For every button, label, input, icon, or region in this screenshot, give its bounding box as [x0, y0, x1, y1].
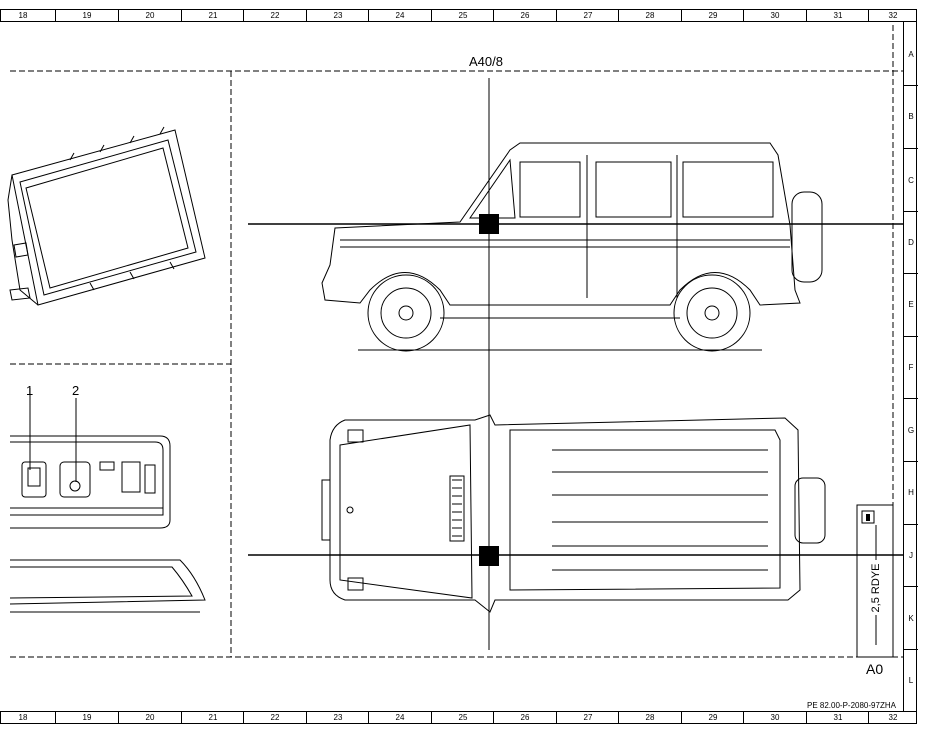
component-label: A40/8 [469, 54, 503, 69]
component-marker-top [479, 546, 499, 566]
col-label: 23 [306, 10, 369, 21]
col-label: 21 [181, 712, 244, 723]
col-label: 18 [18, 713, 28, 722]
ground-point-box [856, 504, 894, 658]
vehicle-top-view [321, 414, 826, 613]
component-marker-side [479, 214, 499, 234]
row-label: K [908, 614, 914, 623]
row-label: G [907, 426, 915, 435]
col-label: 29 [681, 712, 744, 723]
col-label: 20 [118, 10, 181, 21]
vehicle-side-view [321, 142, 823, 352]
column-ruler-bottom: 18 19 20 21 22 23 24 25 26 27 28 29 30 3… [0, 711, 917, 724]
col-label: 28 [618, 712, 681, 723]
col-label: 21 [181, 10, 244, 21]
row-label: H [908, 488, 914, 497]
col-label: 18 [18, 11, 28, 20]
col-label: 28 [618, 10, 681, 21]
info-icon [866, 514, 870, 521]
row-label: C [908, 176, 914, 185]
col-label: 31 [806, 10, 869, 21]
col-label: 22 [243, 712, 306, 723]
col-label: 24 [368, 10, 431, 21]
wire-label: 2,5 RDYE [870, 563, 882, 613]
col-label: 19 [55, 10, 118, 21]
row-label: B [908, 112, 914, 121]
col-label: 27 [556, 10, 619, 21]
col-label: 19 [55, 712, 118, 723]
row-label: D [908, 238, 914, 247]
row-label: A [908, 50, 914, 59]
col-label: 20 [118, 712, 181, 723]
row-label: F [908, 363, 914, 372]
col-label: 30 [743, 10, 806, 21]
component-isometric-view [7, 126, 206, 306]
col-label: 22 [243, 10, 306, 21]
ground-label: A0 [866, 661, 884, 677]
col-label: 25 [431, 10, 494, 21]
callout-2: 2 [72, 383, 80, 398]
callout-1: 1 [26, 383, 34, 398]
col-label: 32 [868, 10, 917, 21]
col-label: 32 [868, 712, 917, 723]
column-ruler-top: 18 19 20 21 22 23 24 25 26 27 28 29 30 3… [0, 9, 917, 22]
col-label: 23 [306, 712, 369, 723]
col-label: 27 [556, 712, 619, 723]
col-label: 26 [493, 712, 556, 723]
document-code: PE 82.00-P-2080-97ZHA [807, 701, 896, 710]
col-label: 25 [431, 712, 494, 723]
row-ruler: A B C D E F G H J K L [903, 22, 918, 711]
col-label: 29 [681, 10, 744, 21]
row-label: J [909, 551, 913, 560]
col-label: 31 [806, 712, 869, 723]
col-label: 30 [743, 712, 806, 723]
row-label: E [908, 300, 914, 309]
col-label: 26 [493, 10, 556, 21]
row-label: L [908, 676, 914, 685]
col-label: 24 [368, 712, 431, 723]
location-crosshairs [248, 78, 903, 650]
component-detail-view [9, 388, 206, 613]
